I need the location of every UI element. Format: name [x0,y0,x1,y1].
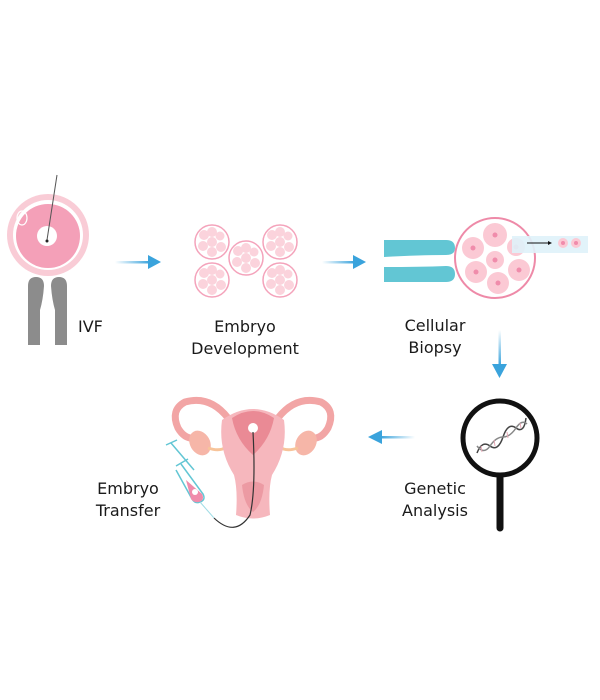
biopsy-label-2: Biopsy [408,338,461,357]
transfer-label-2: Transfer [95,501,161,520]
syringe-icon [165,431,255,528]
analysis-label-1: Genetic [404,479,466,498]
biopsy-label-1: Cellular [405,316,466,335]
egg-icon [7,174,89,276]
holding-pipette-icon [28,277,67,345]
development-label-2: Development [191,339,299,358]
development-label-1: Embryo [214,317,276,336]
magnifier-dna-icon [460,398,540,532]
micropipette-icon [512,236,588,253]
biopsy-pipette-icon [384,240,455,282]
arrow-left-icon [368,430,415,444]
arrow-right-icon [322,255,366,269]
uterus-icon [171,396,335,519]
ivf-label: IVF [78,317,103,336]
arrow-down-icon [492,330,507,378]
embryos-icon [194,224,298,298]
transfer-label-1: Embryo [97,479,159,498]
arrow-right-icon [115,255,161,269]
blastocyst-icon [454,217,536,299]
analysis-label-2: Analysis [402,501,468,520]
